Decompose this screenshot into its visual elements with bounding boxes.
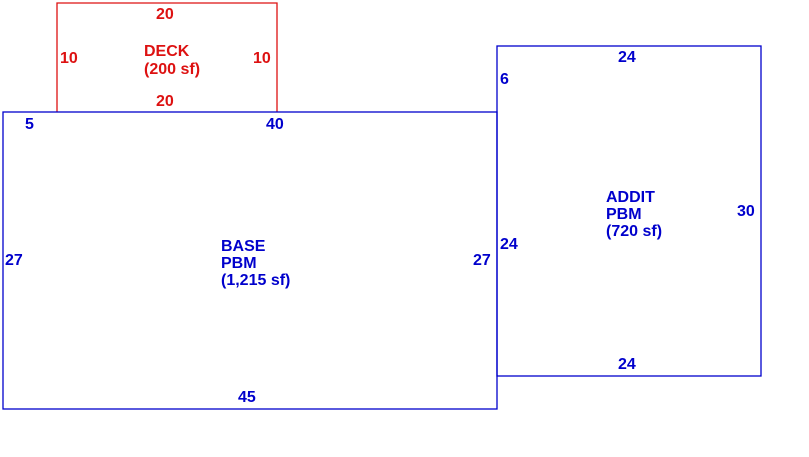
base-type-label: PBM	[221, 255, 257, 272]
deck-outline	[56, 2, 278, 112]
deck-area-label: (200 sf)	[144, 61, 200, 78]
addit-bottom-dimension: 24	[618, 356, 636, 373]
base-right-dimension: 27	[473, 252, 491, 269]
addit-top-dimension: 24	[618, 49, 636, 66]
deck-name-label: DECK	[144, 43, 190, 60]
base-name-label: BASE	[221, 238, 266, 255]
base-area-label: (1,215 sf)	[221, 272, 290, 289]
addit-outline	[496, 45, 762, 377]
addit-left-dimension: 24	[500, 236, 518, 253]
deck-left-dimension: 10	[60, 50, 78, 67]
base-bottom-dimension: 45	[238, 389, 256, 406]
base-top-dimension: 40	[266, 116, 284, 133]
deck-right-dimension: 10	[253, 50, 271, 67]
addit-type-label: PBM	[606, 206, 642, 223]
deck-bottom-dimension: 20	[156, 93, 174, 110]
base-left-dimension: 27	[5, 252, 23, 269]
addit-top-left-offset: 6	[500, 71, 509, 88]
addit-name-label: ADDIT	[606, 189, 655, 206]
base-top-left-offset: 5	[25, 116, 34, 133]
deck-top-dimension: 20	[156, 6, 174, 23]
addit-right-dimension: 30	[737, 203, 755, 220]
addit-area-label: (720 sf)	[606, 223, 662, 240]
